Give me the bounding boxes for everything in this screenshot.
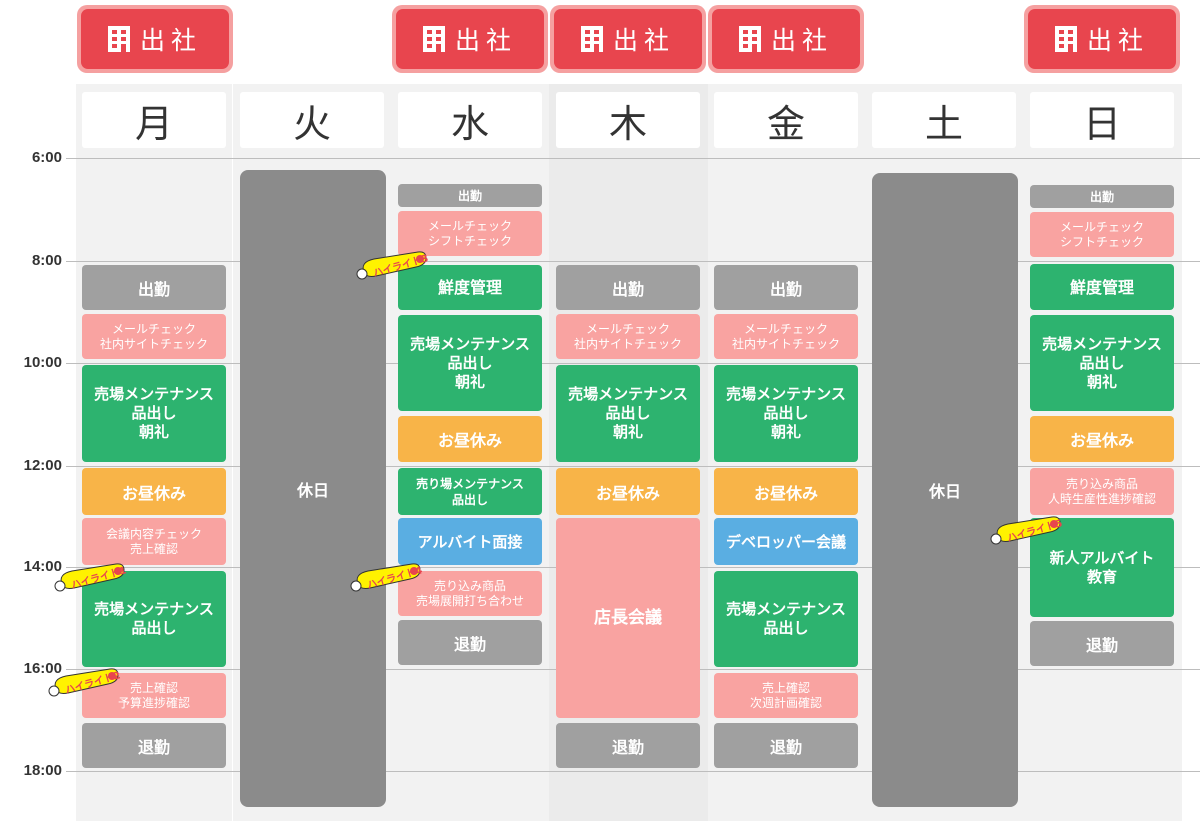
office-badge-thu: 出社 (550, 5, 706, 73)
badge-label: 出社 (139, 26, 202, 55)
event-block: デベロッパー会議 (714, 518, 858, 565)
office-badge-sun: 出社 (1024, 5, 1180, 73)
day-header-sat: 土 (872, 92, 1016, 148)
event-block: メールチェック 社内サイトチェック (714, 314, 858, 359)
building-icon (738, 26, 761, 52)
day-header-mon: 月 (82, 92, 226, 148)
event-block: 出勤 (82, 265, 226, 310)
badge-label: 出社 (454, 26, 517, 55)
day-header-wed: 水 (398, 92, 542, 148)
event-block: 新人アルバイト 教育 (1030, 518, 1174, 617)
highlight-bubble-icon (350, 563, 421, 592)
day-header-sun: 日 (1030, 92, 1174, 148)
day-header-thu: 木 (556, 92, 700, 148)
event-block: 店長会議 (556, 518, 700, 718)
event-block: お昼休み (82, 468, 226, 515)
event-block: 鮮度管理 (1030, 264, 1174, 310)
building-icon (107, 26, 130, 52)
event-block: メールチェック シフトチェック (398, 211, 542, 256)
event-block: 売場メンテナンス 品出し 朝礼 (398, 315, 542, 411)
event-block: お昼休み (714, 468, 858, 515)
event-block: お昼休み (556, 468, 700, 515)
badge-label: 出社 (612, 26, 675, 55)
badge-label: 出社 (1086, 26, 1149, 55)
grid-line-8 (66, 261, 1200, 262)
highlight-tag-5: ハイライト5 (988, 515, 1064, 547)
event-block: メールチェック 社内サイトチェック (82, 314, 226, 359)
grid-line-10 (66, 363, 1200, 364)
event-block: メールチェック 社内サイトチェック (556, 314, 700, 359)
event-block: 売上確認 次週計画確認 (714, 673, 858, 718)
event-block: 売り込み商品 人時生産性進捗確認 (1030, 468, 1174, 515)
event-block: お昼休み (1030, 416, 1174, 462)
time-label: 16:00 (23, 660, 62, 677)
highlight-tag-1: ハイライト1 (52, 562, 128, 594)
time-label: 18:00 (23, 762, 62, 779)
grid-line-18 (66, 771, 1200, 772)
highlight-bubble-icon (990, 516, 1061, 545)
event-block: 売場メンテナンス 品出し (714, 571, 858, 667)
day-header-tue: 火 (240, 92, 384, 148)
time-label: 12:00 (23, 457, 62, 474)
highlight-tag-4: ハイライト4 (348, 562, 424, 594)
highlight-bubble-icon (48, 668, 119, 697)
grid-line-6 (66, 158, 1200, 159)
event-block: 退勤 (398, 620, 542, 665)
event-block: 売場メンテナンス 品出し 朝礼 (1030, 315, 1174, 411)
highlight-tag-2: ハイライト2 (46, 667, 122, 699)
highlight-bubble-icon (54, 563, 125, 592)
time-label: 14:00 (23, 558, 62, 575)
office-badge-wed: 出社 (392, 5, 548, 73)
event-block: 出勤 (1030, 185, 1174, 208)
holiday-block-sat: 休日 (872, 173, 1018, 807)
event-block: 退勤 (82, 723, 226, 768)
event-block: 出勤 (556, 265, 700, 310)
event-block: 会議内容チェック 売上確認 (82, 518, 226, 565)
time-label: 8:00 (31, 252, 62, 269)
event-block: 退勤 (556, 723, 700, 768)
event-block: 売り込み商品 売場展開打ち合わせ (398, 571, 542, 616)
event-block: 鮮度管理 (398, 265, 542, 310)
badge-label: 出社 (770, 26, 833, 55)
time-label: 6:00 (31, 149, 62, 166)
event-block: 売場メンテナンス 品出し 朝礼 (714, 365, 858, 462)
highlight-bubble-icon (356, 251, 427, 280)
building-icon (580, 26, 603, 52)
event-block: 売場メンテナンス 品出し (82, 571, 226, 667)
highlight-tag-3: ハイライト3 (354, 250, 430, 282)
event-block: アルバイト面接 (398, 518, 542, 565)
event-block: 売場メンテナンス 品出し 朝礼 (82, 365, 226, 462)
office-badge-mon: 出社 (77, 5, 233, 73)
time-label: 10:00 (23, 354, 62, 371)
building-icon (1054, 26, 1077, 52)
event-block: 売り場メンテナンス 品出し (398, 468, 542, 515)
event-block: 退勤 (714, 723, 858, 768)
event-block: お昼休み (398, 416, 542, 462)
event-block: 退勤 (1030, 621, 1174, 666)
event-block: 売上確認 予算進捗確認 (82, 673, 226, 718)
event-block: 出勤 (714, 265, 858, 310)
building-icon (422, 26, 445, 52)
day-header-fri: 金 (714, 92, 858, 148)
event-block: 出勤 (398, 184, 542, 207)
event-block: メールチェック シフトチェック (1030, 212, 1174, 257)
grid-line-12 (66, 466, 1200, 467)
event-block: 売場メンテナンス 品出し 朝礼 (556, 365, 700, 462)
office-badge-fri: 出社 (708, 5, 864, 73)
